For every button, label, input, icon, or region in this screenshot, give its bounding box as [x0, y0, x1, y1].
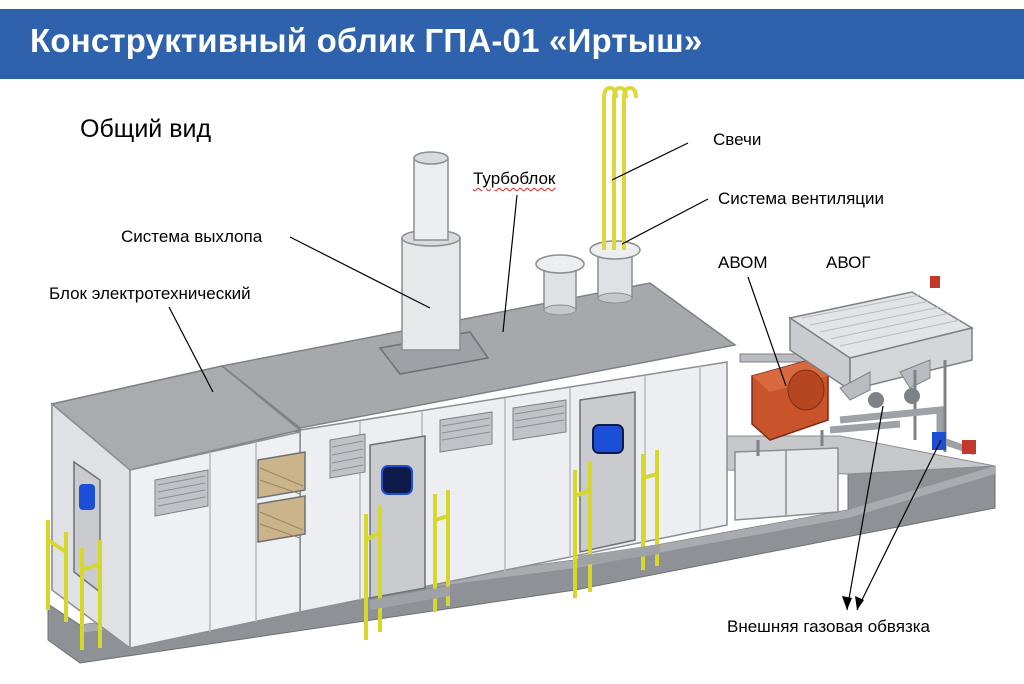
candle-pipes [602, 85, 638, 250]
label-sistema-vyhlopa: Система выхлопа [121, 227, 263, 246]
ventilation-head-left [535, 254, 585, 316]
filter-box-upper [257, 451, 306, 499]
subtitle: Общий вид [80, 115, 212, 143]
leader-arrows [842, 596, 864, 610]
door-window-left [381, 465, 413, 495]
gas-valve-1 [868, 392, 884, 408]
door-window-right [592, 424, 624, 454]
ladder-electro [46, 520, 102, 650]
slide-header: Конструктивный облик ГПА-01 «Иртыш» [0, 9, 1024, 79]
label-vneshnyaya-gazovaya-obvyazka: Внешняя газовая обвязка [727, 617, 931, 636]
filter-box-lower [257, 495, 306, 543]
gas-flange-red [962, 440, 976, 454]
label-avom: АВОМ [718, 253, 768, 272]
label-blok-elektrotehnicheskiy: Блок электротехнический [49, 284, 251, 303]
step-platform-right [578, 544, 660, 566]
step-platform-left [370, 586, 450, 610]
exhaust-lower [401, 237, 461, 351]
leader-lines [168, 142, 942, 611]
ventilation-head-right [589, 240, 641, 304]
label-svechi: Свечи [713, 130, 762, 149]
gas-flange-blue [932, 432, 946, 450]
electro-side-door [73, 460, 101, 594]
gas-valve-2 [904, 388, 920, 404]
electro-door-window [79, 484, 95, 510]
exhaust-upper [413, 157, 449, 241]
avog-unit [788, 276, 974, 452]
avom-unit [739, 353, 866, 456]
label-avog: АВОГ [826, 253, 871, 272]
label-sistema-ventilyacii: Система вентиляции [718, 189, 885, 208]
label-turboblok: Турбоблок [473, 169, 556, 188]
slide-title: Конструктивный облик ГПА-01 «Иртыш» [30, 22, 703, 59]
gas-piping [829, 406, 977, 456]
turboblock-louvers [329, 399, 567, 479]
